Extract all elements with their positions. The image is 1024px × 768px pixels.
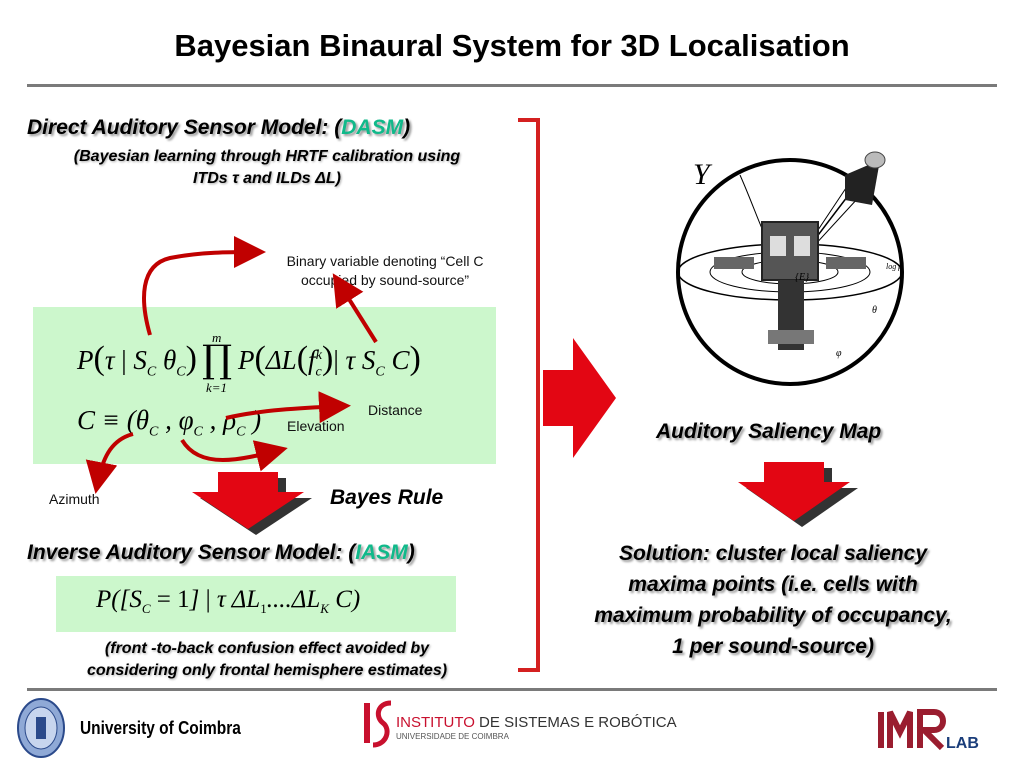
isr-name-part1: INSTITUTO [396, 714, 475, 731]
dasm-acronym: DASM [341, 116, 404, 139]
iasm-note-line2: considering only frontal hemisphere esti… [86, 662, 448, 679]
iasm-note: (front -to-back confusion effect avoided… [27, 638, 507, 682]
dasm-subtitle-line1: (Bayesian learning through HRTF calibrat… [73, 148, 461, 165]
right-block-arrow [543, 338, 616, 458]
likelihood-formula-box [33, 307, 496, 464]
svg-text:LAB: LAB [946, 735, 979, 752]
arrow-c-to-binary [332, 273, 378, 344]
sphere-label-theta: θ [872, 305, 877, 316]
iasm-heading-suffix: ) [407, 541, 415, 564]
dasm-subtitle-line2: ITDs τ and ILDs ΔL) [193, 170, 341, 187]
cell-equation: C ≡ (θC , φC , ρC ) [77, 405, 262, 440]
iasm-note-line1: (front -to-back confusion effect avoided… [104, 640, 430, 657]
solution-line4: 1 per sound-source) [672, 635, 874, 658]
sphere-label-log: log ρ [886, 262, 903, 271]
slide-title: Bayesian Binaural System for 3D Localisa… [174, 28, 850, 63]
mrlab-logo-icon: LAB [878, 709, 979, 752]
ild-term: P(ΔL(fck)| τ SC C) [238, 340, 421, 380]
azimuth-label: Azimuth [49, 491, 100, 507]
isr-logo-icon [364, 700, 392, 748]
binary-note-line1: Binary variable denoting “Cell C [286, 253, 484, 269]
arrow-to-azimuth [85, 432, 134, 494]
distance-label: Distance [368, 402, 423, 418]
iasm-heading-prefix: Inverse Auditory Sensor Model: ( [27, 541, 356, 564]
dasm-heading-suffix: ) [403, 116, 411, 139]
sphere-label-phi: φ [836, 348, 842, 359]
bayes-rule-label: Bayes Rule [330, 486, 444, 509]
arrow-to-distance [225, 391, 351, 424]
inverse-equation: P([SC = 1] | τ ΔL1....ΔLK C) [96, 586, 361, 616]
isr-subtitle: UNIVERSIDADE DE COIMBRA [396, 732, 509, 741]
bayes-down-arrow [192, 472, 312, 535]
footer-divider [27, 688, 997, 691]
saliency-down-arrow [738, 462, 858, 527]
university-name: University of Coimbra [80, 718, 241, 738]
solution-line3: maximum probability of occupancy, [594, 604, 952, 627]
solution-line1: Solution: cluster local saliency [618, 542, 928, 565]
arrow-tau-to-binary [142, 236, 266, 336]
iasm-acronym: IASM [355, 541, 408, 564]
inverse-formula-box [56, 576, 456, 632]
dasm-subtitle: (Bayesian learning through HRTF calibrat… [27, 146, 507, 190]
dasm-heading-prefix: Direct Auditory Sensor Model: ( [27, 116, 342, 139]
section-bracket [518, 118, 540, 672]
sphere-label-y: Y [693, 158, 710, 191]
solution-line2: maxima points (i.e. cells with [628, 573, 918, 596]
sphere-illustration [676, 151, 904, 386]
arrow-to-elevation [180, 438, 288, 472]
product-symbol: m ∏ k=1 [202, 330, 233, 395]
isr-name-part2: DE SISTEMAS E ROBÓTICA [474, 714, 677, 731]
title-divider [27, 84, 997, 87]
saliency-map-label: Auditory Saliency Map [656, 420, 882, 443]
iasm-heading: Inverse Auditory Sensor Model: (IASM) [27, 541, 415, 565]
sphere-label-e: {E} [795, 272, 810, 283]
solution-text: Solution: cluster local saliency maxima … [548, 538, 998, 662]
likelihood-equation: P(τ | SC θC) [77, 340, 197, 380]
isr-name: INSTITUTO DE SISTEMAS E ROBÓTICA [396, 714, 677, 731]
dasm-heading: Direct Auditory Sensor Model: (DASM) [27, 116, 410, 140]
university-seal-icon [17, 698, 65, 758]
